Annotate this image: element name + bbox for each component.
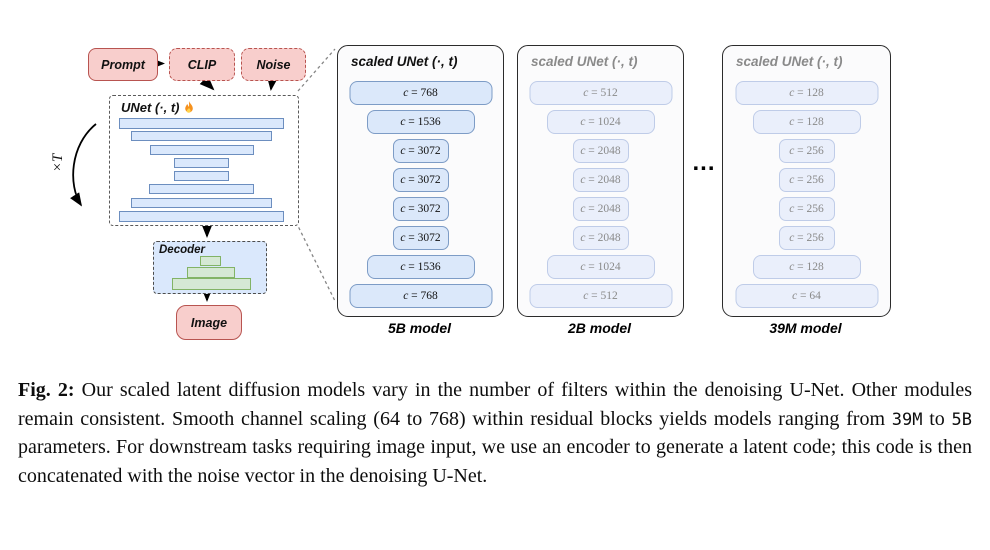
- image-label: Image: [190, 315, 228, 330]
- unet-bar: [150, 145, 254, 155]
- unet-title: UNet (·, t): [121, 100, 195, 115]
- channel-box: c = 2048: [572, 139, 629, 163]
- unet-bar: [119, 118, 284, 129]
- channel-box: c = 3072: [392, 226, 449, 250]
- channel-box: c = 256: [778, 226, 835, 250]
- noise-to-unet-arrow: [266, 75, 279, 91]
- channel-box: c = 512: [529, 81, 672, 105]
- channel-box: c = 64: [735, 284, 878, 308]
- panel-39m-title: scaled UNet (·, t): [736, 54, 843, 69]
- ellipsis: ...: [692, 149, 716, 176]
- model-label-5b: 5B model: [387, 320, 451, 336]
- prompt-label: Prompt: [101, 57, 145, 72]
- channel-box: c = 512: [529, 284, 672, 308]
- noise-node: Noise: [241, 48, 306, 81]
- channel-box: c = 256: [778, 197, 835, 221]
- channel-box: c = 1024: [546, 110, 655, 134]
- clip-label: CLIP: [187, 57, 217, 72]
- channel-box: c = 128: [752, 255, 861, 279]
- channel-box: c = 768: [349, 284, 492, 308]
- channel-box: c = 2048: [572, 226, 629, 250]
- channel-box: c = 128: [735, 81, 878, 105]
- channel-box: c = 1536: [366, 255, 475, 279]
- unet-bar: [149, 184, 254, 194]
- caption-mono-39m: 39M: [891, 409, 923, 430]
- noise-label: Noise: [256, 57, 291, 72]
- zoom-connector-bottom: [295, 221, 336, 302]
- unet-title-label: UNet (·, t): [121, 100, 180, 115]
- caption-text: Our scaled latent diffusion models vary …: [18, 379, 973, 430]
- channel-box: c = 3072: [392, 168, 449, 192]
- channel-box: c = 1536: [366, 110, 475, 134]
- fire-icon: [184, 100, 193, 113]
- figure-caption: Fig. 2: Our scaled latent diffusion mode…: [18, 376, 972, 490]
- channel-box: c = 3072: [392, 197, 449, 221]
- channel-box: c = 256: [778, 139, 835, 163]
- decoder-bar: [187, 267, 235, 278]
- clip-node: CLIP: [169, 48, 235, 81]
- panel-2b: scaled UNet (·, t) c = 512 c = 1024 c = …: [517, 45, 684, 317]
- channel-box: c = 1024: [546, 255, 655, 279]
- clip-to-unet-arrow: [199, 75, 215, 91]
- image-node: Image: [176, 305, 242, 340]
- caption-mono-5b: 5B: [951, 409, 973, 430]
- unet-bar: [119, 211, 284, 222]
- channel-box: c = 256: [778, 168, 835, 192]
- unet-bar: [174, 158, 229, 168]
- model-label-2b: 2B model: [567, 320, 631, 336]
- unet-bar: [131, 198, 272, 208]
- channel-box: c = 128: [752, 110, 861, 134]
- decoder-bar: [172, 278, 251, 290]
- panel-39m: scaled UNet (·, t) c = 128 c = 128 c = 2…: [722, 45, 891, 317]
- repeat-loop-arrow: [70, 123, 97, 207]
- channel-box: c = 2048: [572, 168, 629, 192]
- panel-5b: scaled UNet (·, t) c = 768 c = 1536 c = …: [337, 45, 504, 317]
- channel-box: c = 3072: [392, 139, 449, 163]
- panel-2b-title: scaled UNet (·, t): [531, 54, 638, 69]
- repeat-count-label: ×T: [50, 153, 66, 173]
- channel-box: c = 2048: [572, 197, 629, 221]
- panel-5b-title: scaled UNet (·, t): [351, 54, 458, 69]
- model-label-39m: 39M model: [769, 320, 842, 336]
- unet-container: UNet (·, t): [109, 95, 299, 226]
- decoder-node: Decoder: [153, 241, 267, 294]
- channel-box: c = 768: [349, 81, 492, 105]
- decoder-label: Decoder: [159, 244, 206, 256]
- caption-text: to: [929, 407, 945, 430]
- unet-bar: [174, 171, 229, 181]
- prompt-node: Prompt: [88, 48, 158, 81]
- caption-text: parameters. For downstream tasks requiri…: [18, 436, 972, 487]
- unet-bar: [131, 131, 272, 141]
- decoder-bar: [200, 256, 221, 266]
- caption-fig-number: Fig. 2:: [18, 379, 75, 401]
